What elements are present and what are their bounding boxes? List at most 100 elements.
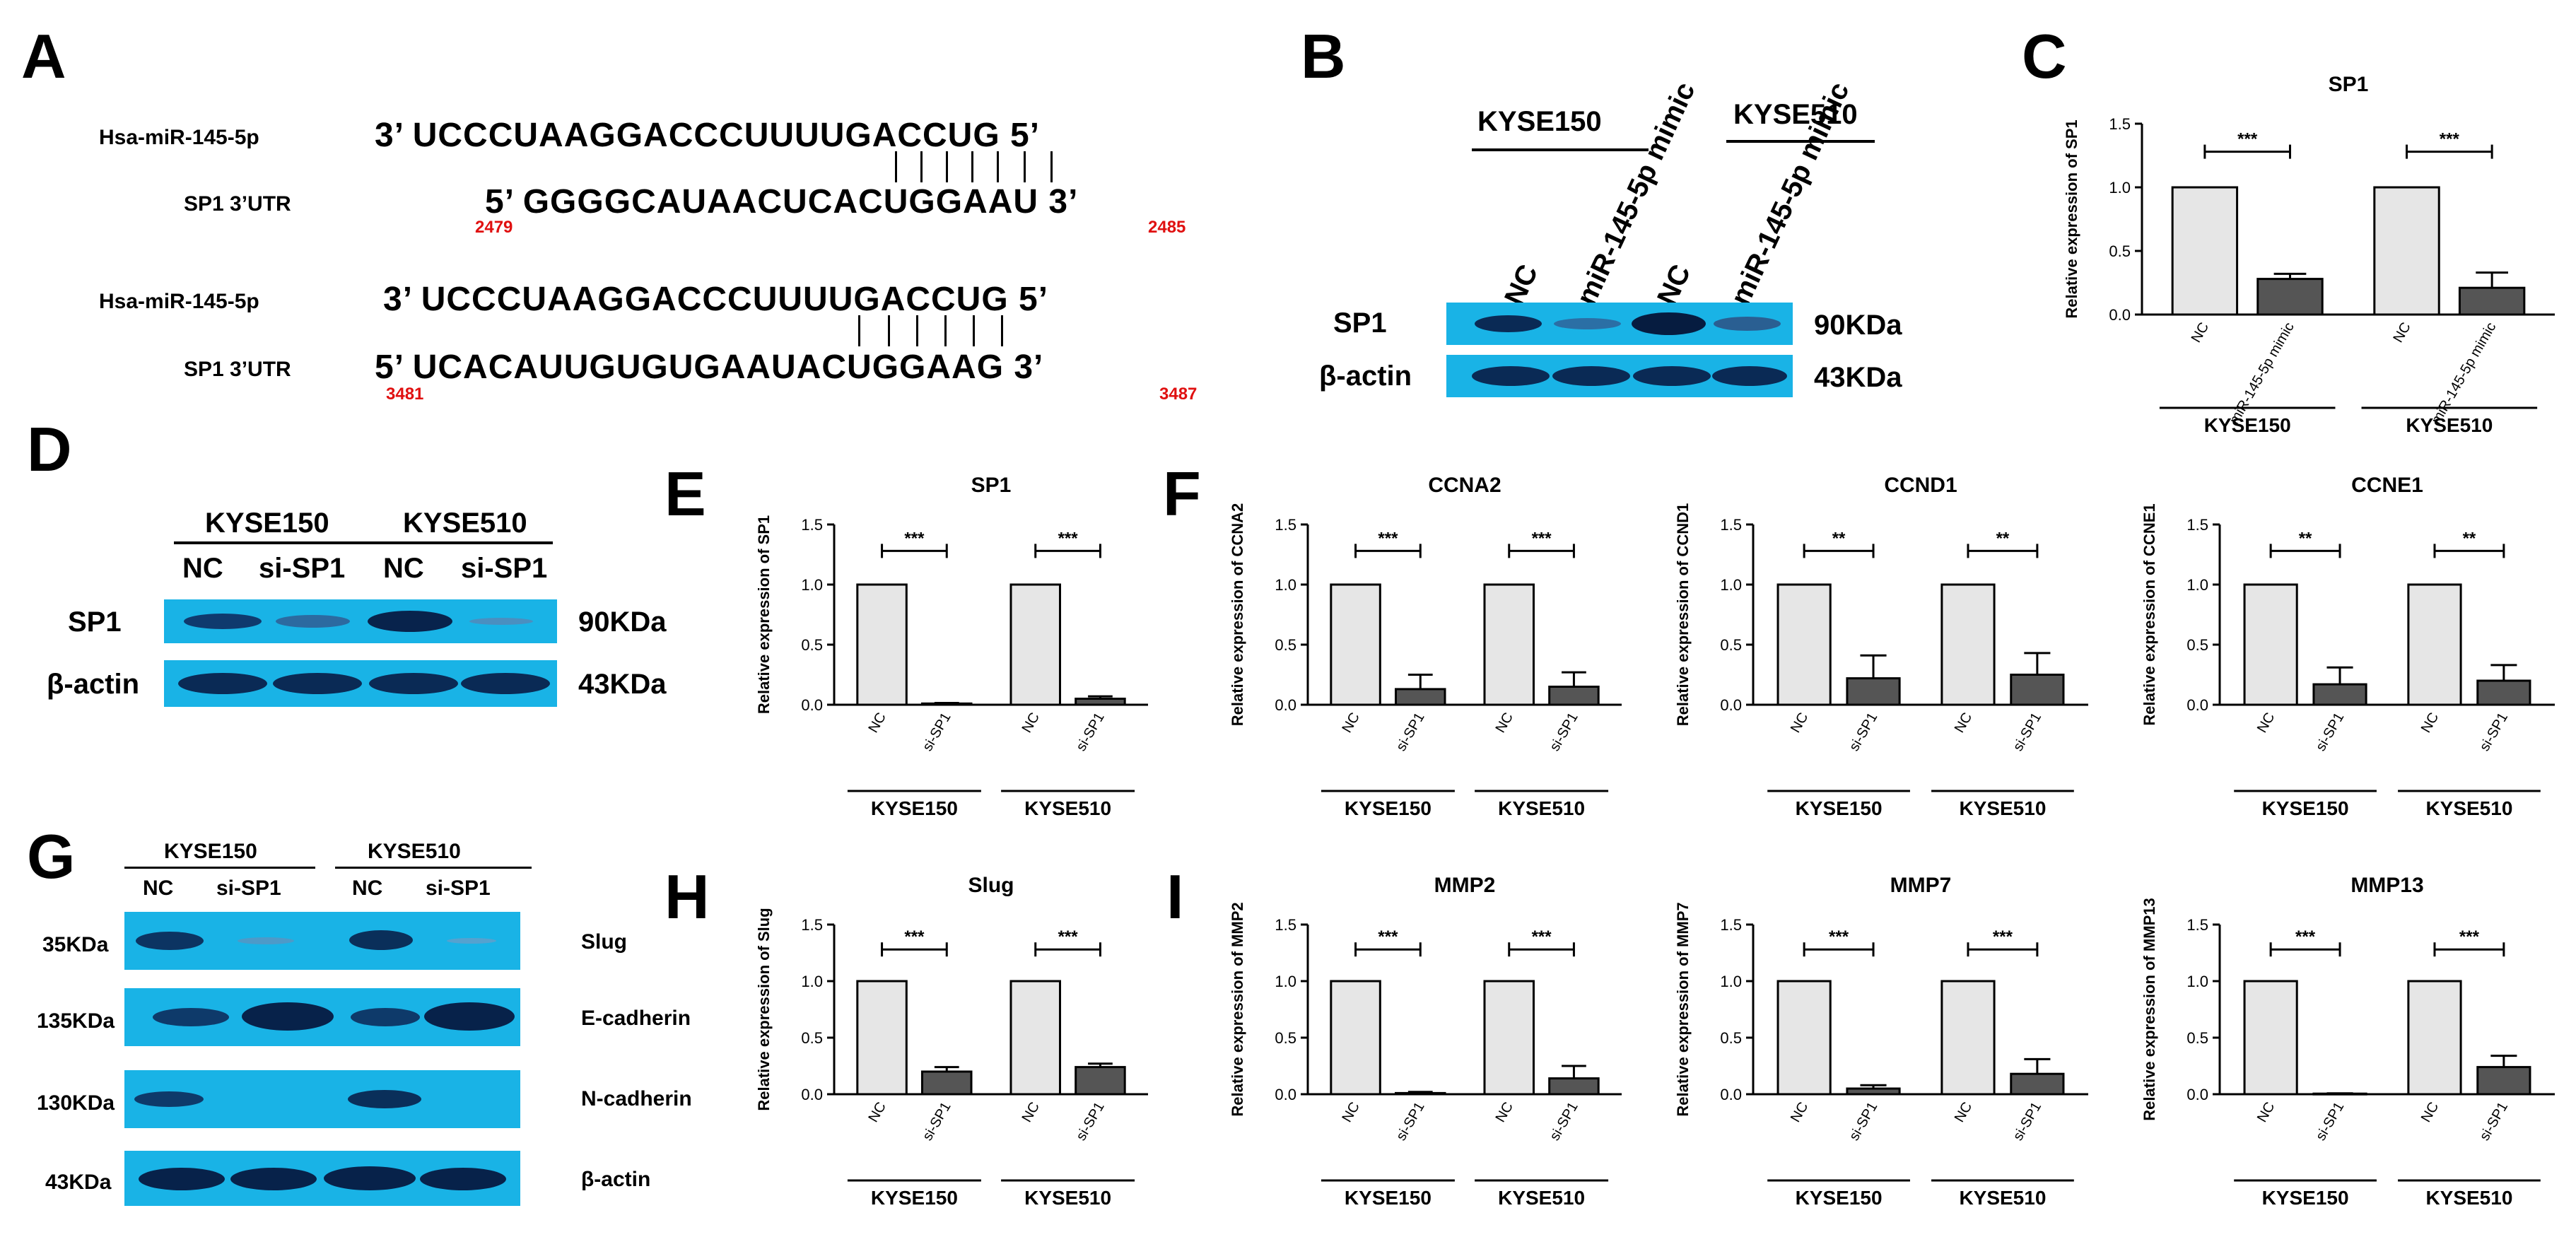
bar xyxy=(2458,286,2526,316)
bar xyxy=(1846,1087,1901,1096)
size-label: 43KDa xyxy=(578,669,667,700)
panel-letter-a: A xyxy=(21,21,66,91)
position-start: 3481 xyxy=(386,385,424,404)
x-tick-label: NC xyxy=(2390,320,2413,346)
panel-letter-e: E xyxy=(665,459,706,529)
size-label: 90KDa xyxy=(578,606,667,638)
bar xyxy=(1075,698,1126,706)
y-tick-label: 0.0 xyxy=(2109,306,2131,324)
x-tick-label: NC xyxy=(1788,710,1811,736)
band xyxy=(136,932,204,950)
group-label: KYSE510 xyxy=(1959,797,2046,819)
x-tick-label: si-SP1 xyxy=(1846,1100,1881,1144)
significance-label: ** xyxy=(2299,529,2312,548)
mirna-sequence: 3’ UCCCUAAGGACCCUUUUGACCUG 5’ xyxy=(375,117,1041,154)
group-underline xyxy=(335,867,532,869)
y-axis-label: Relative expression of Slug xyxy=(755,908,773,1110)
panel-letter-g: G xyxy=(27,821,76,891)
bar xyxy=(1483,583,1535,706)
x-tick-label: si-SP1 xyxy=(1393,710,1428,754)
base-pair-line xyxy=(971,151,973,182)
band xyxy=(469,618,533,625)
band xyxy=(276,615,350,628)
y-tick-label: 1.0 xyxy=(1720,973,1742,990)
significance-label: *** xyxy=(1532,529,1552,548)
x-tick-label: NC xyxy=(2254,710,2278,736)
band xyxy=(153,1008,229,1026)
bar xyxy=(1940,980,1996,1096)
significance-label: *** xyxy=(1532,927,1552,946)
x-tick-label: miR-145-5p mimic xyxy=(2227,320,2297,428)
bar xyxy=(2243,583,2298,706)
lane-label: si-SP1 xyxy=(426,877,491,900)
x-tick-label: miR-145-5p mimic xyxy=(2428,320,2499,428)
x-tick-label: si-SP1 xyxy=(920,1100,954,1144)
band xyxy=(238,937,294,944)
y-tick-label: 1.5 xyxy=(2186,916,2208,934)
bar xyxy=(2243,980,2298,1096)
x-tick-label: si-SP1 xyxy=(1547,710,1581,754)
group-label: KYSE510 xyxy=(1498,1187,1585,1209)
y-tick-label: 0.0 xyxy=(1275,696,1296,714)
panel-letter-c: C xyxy=(2022,21,2067,91)
position-end: 3487 xyxy=(1159,385,1198,404)
x-tick-label: NC xyxy=(2418,1100,2442,1125)
band xyxy=(134,1091,204,1107)
bar xyxy=(1009,980,1061,1096)
y-tick-label: 0.0 xyxy=(801,1086,823,1103)
base-pair-line xyxy=(973,315,975,346)
band xyxy=(424,1002,515,1031)
group-label: KYSE510 xyxy=(2425,797,2512,819)
protein-label: β-actin xyxy=(581,1168,651,1191)
significance-label: *** xyxy=(1378,529,1398,548)
y-tick-label: 1.5 xyxy=(1720,516,1742,534)
y-tick-label: 0.5 xyxy=(801,636,823,654)
bar xyxy=(2407,583,2462,706)
y-tick-label: 0.5 xyxy=(1275,1029,1296,1047)
panel-letter-h: H xyxy=(665,862,710,932)
band xyxy=(1633,366,1711,386)
bar xyxy=(1940,583,1996,706)
protein-label: Slug xyxy=(581,930,627,954)
base-pair-line xyxy=(895,151,897,182)
y-axis-label: Relative expression of CCND1 xyxy=(1674,503,1692,726)
band xyxy=(1632,312,1706,335)
y-tick-label: 0.5 xyxy=(2109,242,2131,260)
y-tick-label: 0.0 xyxy=(1275,1086,1296,1103)
y-tick-label: 1.0 xyxy=(1720,576,1742,594)
band xyxy=(184,614,262,629)
group-label: KYSE510 xyxy=(2425,1187,2512,1209)
x-tick-label: si-SP1 xyxy=(920,710,954,754)
band xyxy=(1714,317,1781,331)
y-tick-label: 0.5 xyxy=(1720,636,1742,654)
base-pair-line xyxy=(946,151,948,182)
group-label: KYSE150 xyxy=(1796,1187,1883,1209)
band xyxy=(178,673,267,694)
group-underline xyxy=(1726,140,1875,143)
blot-strip-e-cadherin xyxy=(124,988,520,1046)
lane-label: NC xyxy=(352,877,383,900)
lane-label: NC xyxy=(143,877,174,900)
panel-letter-f: F xyxy=(1163,459,1201,529)
y-tick-label: 1.0 xyxy=(801,973,823,990)
band xyxy=(1552,366,1630,386)
bar xyxy=(1483,980,1535,1096)
chart-title: MMP7 xyxy=(1890,874,1952,897)
y-tick-label: 1.0 xyxy=(801,576,823,594)
y-tick-label: 1.5 xyxy=(2109,115,2131,133)
y-axis-label: Relative expression of MMP2 xyxy=(1229,902,1246,1116)
band xyxy=(139,1168,225,1190)
x-tick-label: NC xyxy=(865,1100,889,1125)
y-tick-label: 0.5 xyxy=(2186,636,2208,654)
band xyxy=(1712,366,1787,386)
y-tick-label: 0.0 xyxy=(2186,1086,2208,1103)
y-tick-label: 0.0 xyxy=(1720,696,1742,714)
protein-label: β-actin xyxy=(1319,360,1412,392)
cell-line-label: KYSE150 xyxy=(205,508,329,539)
x-tick-label: NC xyxy=(1019,1100,1043,1125)
significance-label: *** xyxy=(904,529,925,548)
y-tick-label: 1.0 xyxy=(2186,973,2208,990)
